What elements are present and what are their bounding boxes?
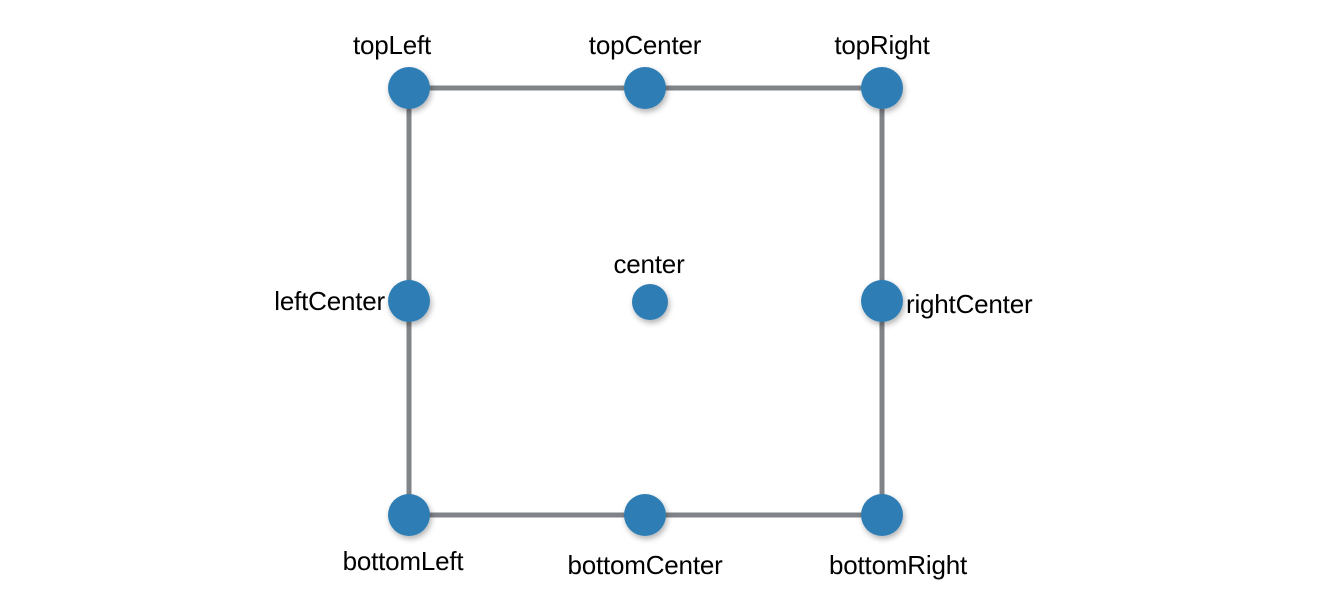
- graph-node-topLeft[interactable]: [388, 67, 430, 109]
- node-label-leftCenter: leftCenter: [274, 286, 385, 316]
- graph-node-rightCenter[interactable]: [861, 280, 903, 322]
- node-label-topCenter: topCenter: [588, 30, 702, 60]
- graph-node-topCenter[interactable]: [624, 67, 666, 109]
- graph-node-topRight[interactable]: [861, 67, 903, 109]
- node-label-bottomLeft: bottomLeft: [342, 546, 464, 576]
- graph-node-bottomCenter[interactable]: [624, 494, 666, 536]
- graph-node-center[interactable]: [632, 284, 668, 320]
- node-label-bottomRight: bottomRight: [829, 550, 967, 580]
- node-label-bottomCenter: bottomCenter: [567, 550, 723, 580]
- node-label-topLeft: topLeft: [352, 30, 432, 60]
- node-label-rightCenter: rightCenter: [906, 289, 1033, 319]
- edges-layer: [406, 85, 885, 518]
- graph-node-leftCenter[interactable]: [388, 280, 430, 322]
- graph-node-bottomRight[interactable]: [861, 494, 903, 536]
- node-label-topRight: topRight: [834, 30, 930, 60]
- nodes-layer: [388, 67, 903, 536]
- graph-node-bottomLeft[interactable]: [388, 494, 430, 536]
- node-label-center: center: [613, 249, 685, 279]
